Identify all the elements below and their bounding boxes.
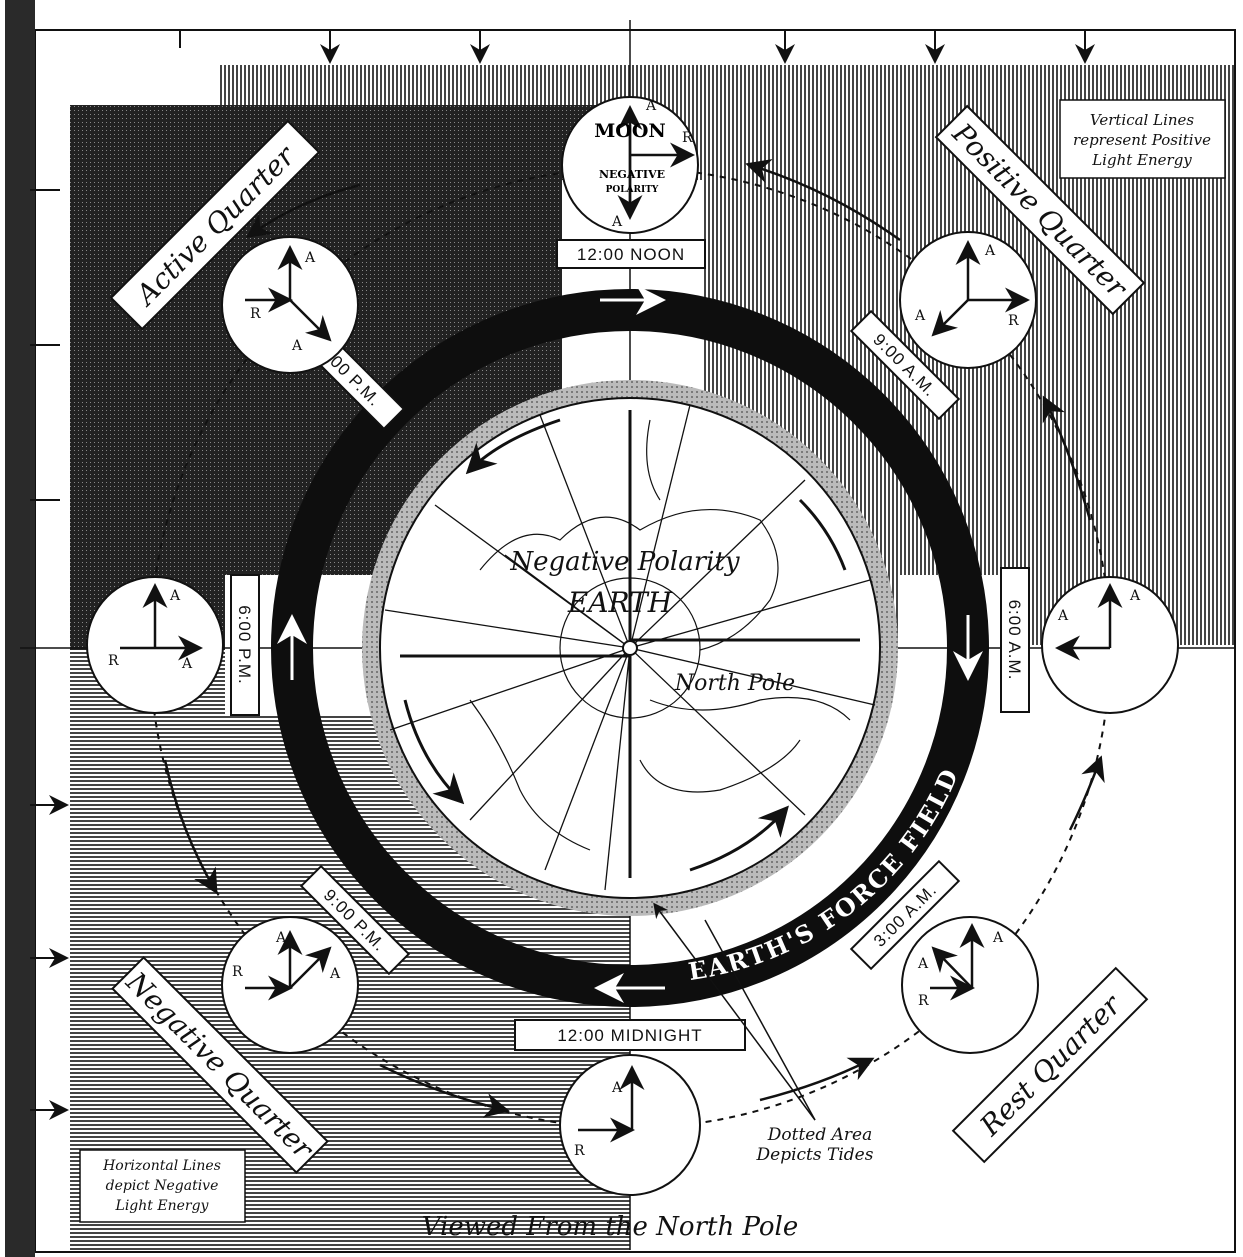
svg-text:A: A bbox=[914, 308, 926, 324]
time-label-noon: 12:00 NOON bbox=[557, 240, 705, 268]
moon-3pm: A R A bbox=[222, 237, 358, 373]
svg-text:A: A bbox=[275, 930, 287, 946]
svg-text:A: A bbox=[992, 930, 1004, 946]
svg-text:R: R bbox=[574, 1143, 585, 1159]
time-label-6pm: 6:00 P.M. bbox=[231, 575, 259, 715]
svg-text:NEGATIVE: NEGATIVE bbox=[599, 168, 665, 181]
note-horizontal-lines: Horizontal Lines depict Negative Light E… bbox=[80, 1150, 245, 1222]
svg-text:A: A bbox=[1057, 608, 1069, 624]
svg-text:12:00 MIDNIGHT: 12:00 MIDNIGHT bbox=[557, 1026, 702, 1045]
svg-text:A: A bbox=[611, 214, 623, 230]
svg-text:A: A bbox=[611, 1080, 623, 1096]
svg-text:POLARITY: POLARITY bbox=[606, 185, 659, 195]
north-pole-dot bbox=[623, 641, 637, 655]
svg-text:Light Energy: Light Energy bbox=[1091, 151, 1192, 169]
north-pole-label: North Pole bbox=[674, 671, 795, 696]
svg-text:Vertical Lines: Vertical Lines bbox=[1090, 111, 1195, 129]
moon-3am: A A R bbox=[902, 917, 1038, 1053]
viewed-from-caption: Viewed From the North Pole bbox=[422, 1212, 799, 1242]
svg-text:R: R bbox=[1008, 313, 1019, 329]
svg-text:Dotted Area: Dotted Area bbox=[767, 1125, 872, 1145]
svg-text:Horizontal Lines: Horizontal Lines bbox=[102, 1158, 221, 1174]
svg-text:R: R bbox=[682, 130, 693, 146]
svg-text:A: A bbox=[645, 98, 657, 114]
time-label-midnight: 12:00 MIDNIGHT bbox=[515, 1020, 745, 1050]
negative-polarity-label: Negative Polarity bbox=[509, 547, 739, 577]
svg-text:represent Positive: represent Positive bbox=[1073, 131, 1211, 149]
svg-text:A: A bbox=[1129, 588, 1141, 604]
svg-text:6:00 P.M.: 6:00 P.M. bbox=[235, 605, 254, 685]
moon-label: MOON bbox=[594, 120, 666, 142]
svg-text:R: R bbox=[918, 993, 929, 1009]
svg-text:Light Energy: Light Energy bbox=[115, 1198, 210, 1214]
svg-text:R: R bbox=[232, 964, 243, 980]
time-label-6am: 6:00 A.M. bbox=[1001, 568, 1029, 712]
note-vertical-lines: Vertical Lines represent Positive Light … bbox=[1060, 100, 1225, 178]
moon-6pm: A R A bbox=[87, 577, 223, 713]
moon-9pm: A R A bbox=[222, 917, 358, 1053]
svg-text:A: A bbox=[984, 243, 996, 259]
svg-text:A: A bbox=[291, 338, 303, 354]
svg-text:R: R bbox=[250, 306, 261, 322]
earth-label: EARTH bbox=[567, 586, 673, 619]
svg-text:Depicts Tides: Depicts Tides bbox=[756, 1145, 874, 1165]
svg-text:A: A bbox=[304, 250, 316, 266]
svg-text:6:00 A.M.: 6:00 A.M. bbox=[1005, 600, 1024, 681]
svg-text:depict Negative: depict Negative bbox=[106, 1178, 219, 1194]
svg-text:R: R bbox=[108, 653, 119, 669]
moon-midnight: A R bbox=[560, 1055, 700, 1195]
svg-text:A: A bbox=[181, 656, 193, 672]
moon-noon: MOON NEGATIVE POLARITY A R A bbox=[562, 97, 698, 233]
moon-6am: A A bbox=[1042, 577, 1178, 713]
svg-text:A: A bbox=[329, 966, 341, 982]
earth-globe: Negative Polarity EARTH North Pole bbox=[380, 398, 880, 898]
svg-text:12:00 NOON: 12:00 NOON bbox=[577, 245, 685, 264]
top-ray-arrows bbox=[180, 30, 1085, 60]
moon-9am: A R A bbox=[900, 232, 1036, 368]
svg-text:A: A bbox=[169, 588, 181, 604]
svg-text:A: A bbox=[917, 956, 929, 972]
